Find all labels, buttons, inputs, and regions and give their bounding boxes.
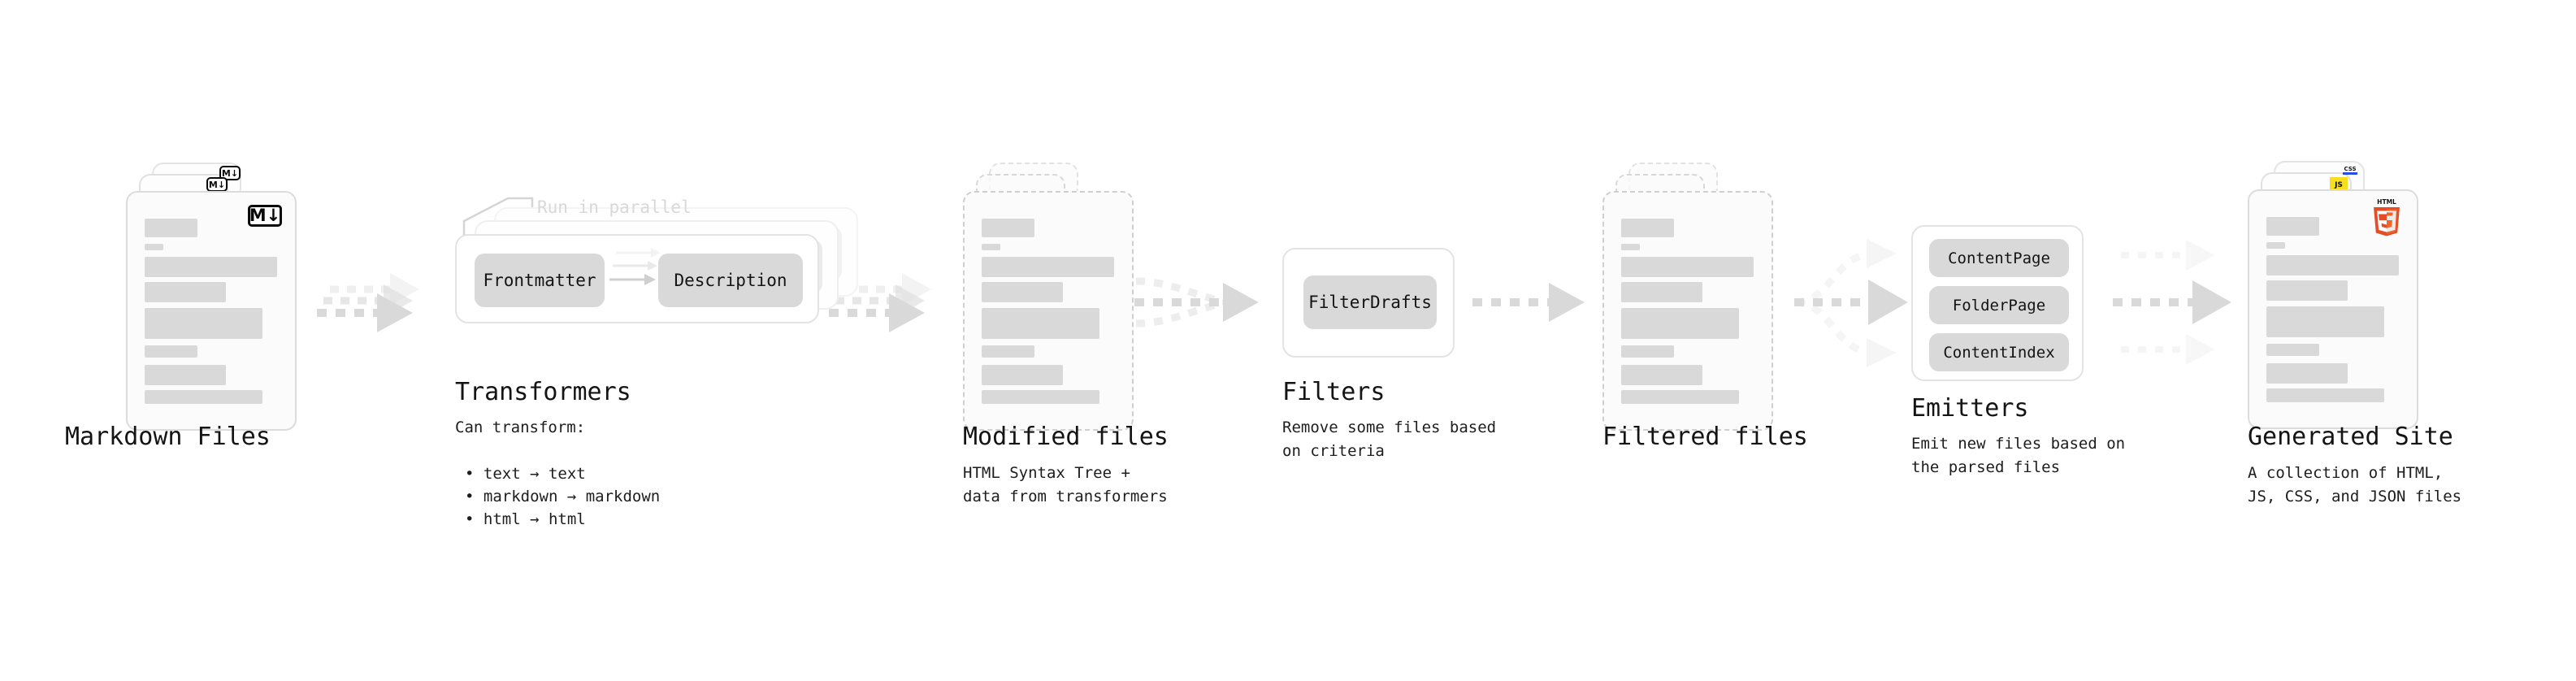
javascript-icon: JS <box>2330 177 2348 190</box>
skeleton-line <box>982 365 1063 385</box>
skeleton-line <box>1621 282 1702 302</box>
skeleton-line <box>145 345 197 358</box>
skeleton-line <box>2266 280 2348 301</box>
filters-box: FilterDrafts <box>1282 248 1455 358</box>
markdown-icon-mid: M↓ <box>206 177 228 192</box>
skeleton-line <box>1621 390 1739 404</box>
skeleton-line <box>1621 308 1739 339</box>
skeleton-line <box>2266 363 2348 384</box>
skeleton-line <box>982 282 1063 302</box>
skeleton-line <box>1621 345 1674 358</box>
skeleton-line <box>982 219 1034 237</box>
arrow-filters-to-filtered <box>1472 283 1585 322</box>
html5-icon-label: HTML <box>2377 198 2396 206</box>
emitters-box: ContentPage FolderPage ContentIndex <box>1911 225 2084 381</box>
markdown-card-front <box>126 191 297 431</box>
skeleton-line <box>145 244 163 250</box>
bullet-dot: • <box>465 488 484 505</box>
stage-sub-modified-files: HTML Syntax Tree + data from transformer… <box>963 464 1168 505</box>
skeleton-line <box>982 390 1099 404</box>
bullet-dot: • <box>465 510 484 528</box>
skeleton-line <box>145 282 226 302</box>
stage-title-generated-site: Generated Site <box>2248 423 2453 451</box>
emitter-pill-contentindex[interactable]: ContentIndex <box>1929 333 2069 371</box>
transformer-bullet-1: • markdown → markdown <box>465 462 660 509</box>
skeleton-line <box>145 365 226 385</box>
transformer-box-front: Frontmatter Description <box>455 234 819 323</box>
stage-title-emitters: Emitters <box>1911 394 2029 423</box>
run-in-parallel-label: Run in parallel <box>537 197 692 217</box>
emitter-pill-contentpage[interactable]: ContentPage <box>1929 239 2069 277</box>
markdown-icon: M↓ <box>248 205 282 227</box>
skeleton-line <box>1621 257 1754 277</box>
skeleton-line <box>145 257 277 277</box>
transformer-pill-description[interactable]: Description <box>658 254 803 307</box>
skeleton-line <box>1621 219 1674 237</box>
stage-title-filtered-files: Filtered files <box>1602 423 1808 451</box>
skeleton-line <box>1621 365 1702 385</box>
stage-title-filters: Filters <box>1282 378 1386 406</box>
css3-icon: CSS <box>2341 164 2359 177</box>
html5-icon: HTML <box>2370 197 2403 237</box>
svg-text:JS: JS <box>2334 181 2343 189</box>
stage-title-markdown-files: Markdown Files <box>65 423 271 451</box>
arrow-filtered-to-emitters <box>1794 239 1908 367</box>
skeleton-line <box>982 345 1034 358</box>
skeleton-line <box>2266 217 2319 236</box>
skeleton-line <box>145 308 262 339</box>
stage-sub-filters: Remove some files based on criteria <box>1282 419 1497 460</box>
modified-card-front <box>963 191 1134 431</box>
stage-title-transformers: Transformers <box>455 378 631 406</box>
stage-sub-transformers: Can transform: <box>455 419 586 436</box>
transformer-bullet-2: • html → html <box>465 484 586 531</box>
skeleton-line <box>145 390 262 404</box>
skeleton-line <box>982 257 1114 277</box>
bullet-dot: • <box>465 465 484 483</box>
skeleton-line <box>2266 255 2399 275</box>
skeleton-line <box>982 308 1099 339</box>
stage-sub-generated-site: A collection of HTML, JS, CSS, and JSON … <box>2248 464 2462 505</box>
arrow-modified-to-filters <box>1134 277 1259 327</box>
filtered-card-front <box>1602 191 1773 431</box>
bullet-text: text → text <box>483 465 586 483</box>
skeleton-line <box>2266 242 2285 249</box>
bullet-text: html → html <box>483 510 586 528</box>
transformer-pill-frontmatter[interactable]: Frontmatter <box>475 254 605 307</box>
markdown-icon-back: M↓ <box>219 166 241 180</box>
skeleton-line <box>1621 244 1640 250</box>
stage-title-modified-files: Modified files <box>963 423 1169 451</box>
arrow-emitters-to-site <box>2113 240 2231 365</box>
skeleton-line <box>982 244 1000 250</box>
skeleton-line <box>2266 344 2319 356</box>
bullet-text: markdown → markdown <box>483 488 661 505</box>
emitter-pill-folderpage[interactable]: FolderPage <box>1929 286 2069 324</box>
skeleton-line <box>2266 388 2384 402</box>
filter-pill-filterdrafts[interactable]: FilterDrafts <box>1303 275 1437 329</box>
skeleton-line <box>2266 306 2384 337</box>
stage-sub-emitters: Emit new files based on the parsed files <box>1911 435 2126 476</box>
svg-text:CSS: CSS <box>2344 166 2356 172</box>
transformer-bullet-0: • text → text <box>465 439 586 486</box>
skeleton-line <box>145 219 197 237</box>
arrow-markdown-to-transformers <box>317 273 419 332</box>
